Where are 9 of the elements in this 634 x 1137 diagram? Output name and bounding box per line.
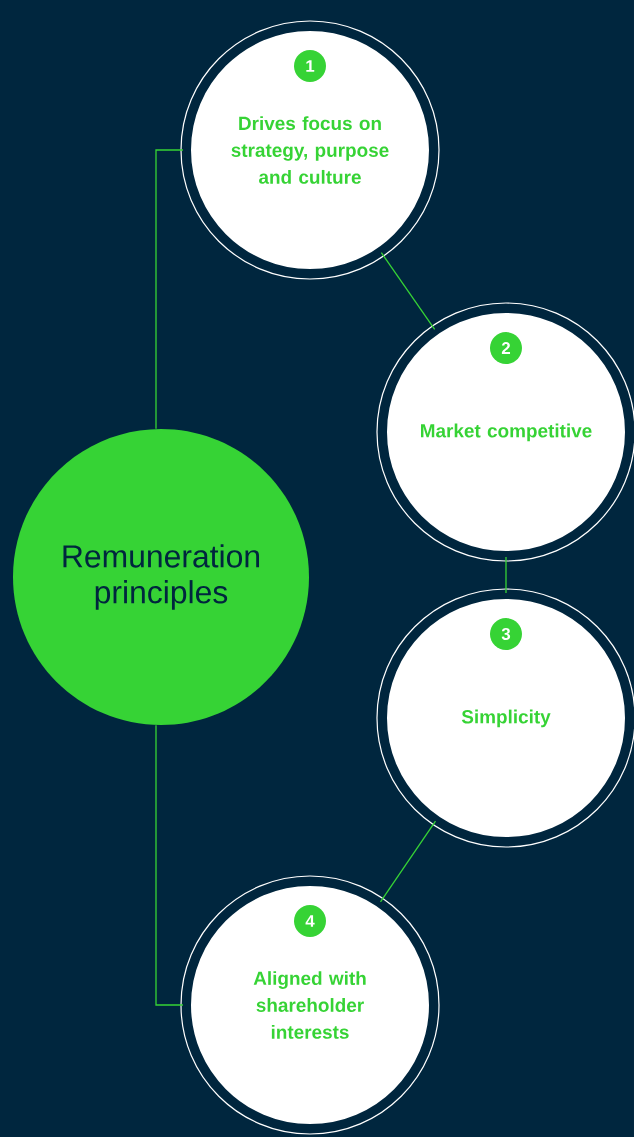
connector-line: [505, 556, 507, 594]
connector-line: [379, 820, 437, 903]
number-badge: 1: [294, 50, 326, 82]
connector-line: [155, 149, 184, 430]
number-badge: 3: [490, 618, 522, 650]
number-badge: 4: [294, 905, 326, 937]
connector-line: [155, 724, 184, 1006]
connector-line: [380, 252, 436, 330]
number-badge: 2: [490, 332, 522, 364]
